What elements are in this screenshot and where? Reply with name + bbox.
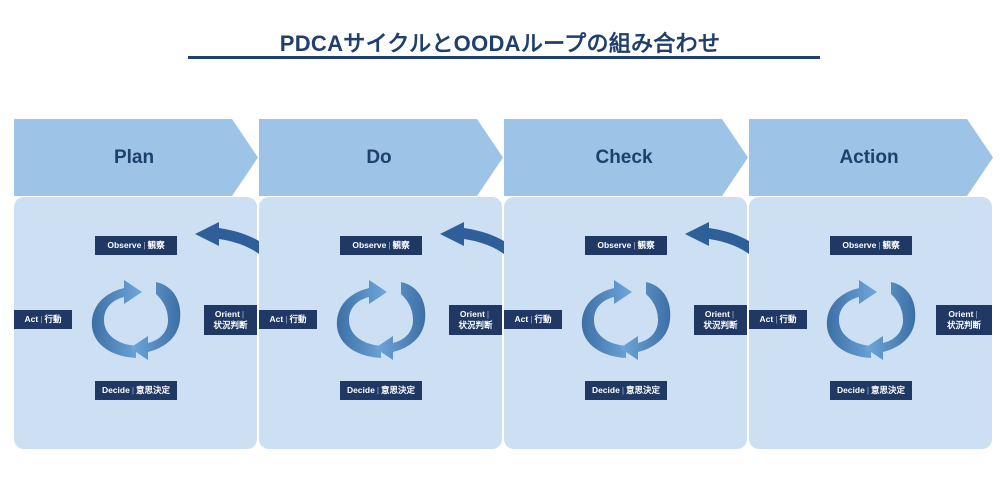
decide-label: Decide|意思決定 (830, 381, 912, 400)
phase-label: Action (839, 147, 899, 168)
chevron-shape (504, 119, 748, 196)
separator: | (285, 314, 288, 324)
orient-label-jp: 状況判断 (703, 320, 738, 330)
orient-label-en: Orient (214, 309, 240, 319)
observe-label-jp: 観察 (392, 240, 410, 250)
act-label: Act|行動 (504, 310, 562, 329)
separator: | (878, 240, 881, 250)
cycle-arrow-right (865, 282, 916, 360)
circular-arrows-icon (336, 280, 426, 360)
cycle-arrow-right (130, 282, 181, 360)
phase-label: Plan (113, 147, 155, 168)
decide-label: Decide|意思決定 (585, 381, 667, 400)
act-label-jp: 行動 (534, 314, 552, 324)
decide-label-jp: 意思決定 (136, 385, 171, 395)
observe-label: Observe|観察 (585, 236, 667, 255)
chevron-shape (749, 119, 993, 196)
act-label-jp: 行動 (289, 314, 307, 324)
cycle-arrow-left (91, 280, 142, 358)
observe-label: Observe|観察 (830, 236, 912, 255)
separator: | (241, 309, 245, 319)
chevron-shape (259, 119, 503, 196)
separator: | (486, 309, 490, 319)
act-label: Act|行動 (14, 310, 72, 329)
separator: | (40, 314, 43, 324)
orient-label-jp: 状況判断 (946, 320, 981, 330)
orient-label-jp: 状況判断 (213, 320, 248, 330)
cycle-arrow-left (581, 280, 632, 358)
decide-label-jp: 意思決定 (871, 385, 906, 395)
act-label-jp: 行動 (779, 314, 797, 324)
ooda-cycle (811, 270, 931, 375)
decide-label-en: Decide (346, 385, 375, 395)
circular-arrows-icon (91, 280, 181, 360)
separator: | (621, 385, 625, 395)
observe-label-en: Observe (597, 240, 632, 250)
orient-label: Orient|状況判断 (694, 305, 747, 335)
phase-label: Do (366, 147, 392, 168)
chevron-shape (14, 119, 258, 196)
separator: | (731, 309, 735, 319)
ooda-cycle (321, 270, 441, 375)
observe-label-en: Observe (842, 240, 877, 250)
decide-label-jp: 意思決定 (626, 385, 661, 395)
decide-label-en: Decide (836, 385, 865, 395)
act-label-jp: 行動 (44, 314, 62, 324)
separator: | (388, 240, 391, 250)
act-label-en: Act (24, 314, 39, 324)
phase-chevron-plan: Plan (14, 119, 272, 196)
orient-label: Orient|状況判断 (449, 305, 502, 335)
observe-label: Observe|観察 (340, 236, 422, 255)
orient-label-en: Orient (948, 309, 974, 319)
act-label: Act|行動 (259, 310, 317, 329)
decide-label: Decide|意思決定 (95, 381, 177, 400)
page-title: PDCAサイクルとOODAループの組み合わせ (279, 31, 721, 56)
circular-arrows-icon (826, 280, 916, 360)
act-label-en: Act (759, 314, 774, 324)
observe-label: Observe|観察 (95, 236, 177, 255)
separator: | (775, 314, 778, 324)
observe-label-jp: 観察 (882, 240, 900, 250)
orient-label: Orient|状況判断 (936, 305, 992, 335)
observe-label-en: Observe (352, 240, 387, 250)
separator: | (143, 240, 146, 250)
observe-label-en: Observe (107, 240, 142, 250)
orient-label: Orient|状況判断 (204, 305, 257, 335)
circular-arrows-icon (581, 280, 671, 360)
orient-label-jp: 状況判断 (458, 320, 493, 330)
orient-label-en: Orient (459, 309, 485, 319)
ooda-cycle (76, 270, 196, 375)
decide-label: Decide|意思決定 (340, 381, 422, 400)
decide-label-jp: 意思決定 (381, 385, 416, 395)
act-label-en: Act (514, 314, 529, 324)
cycle-arrow-left (826, 280, 877, 358)
cycle-arrow-left (336, 280, 387, 358)
cycle-arrow-right (620, 282, 671, 360)
title-underline (188, 56, 820, 59)
observe-label-jp: 観察 (637, 240, 655, 250)
observe-label-jp: 観察 (147, 240, 165, 250)
act-label-en: Act (269, 314, 284, 324)
phase-chevron-action: Action (749, 119, 1000, 196)
orient-label-en: Orient (704, 309, 730, 319)
phase-chevron-do: Do (259, 119, 517, 196)
ooda-cycle (566, 270, 686, 375)
separator: | (975, 309, 978, 319)
separator: | (376, 385, 380, 395)
act-label: Act|行動 (749, 310, 807, 329)
phase-chevron-check: Check (504, 119, 762, 196)
separator: | (633, 240, 636, 250)
phase-label: Check (595, 147, 653, 168)
separator: | (866, 385, 870, 395)
separator: | (131, 385, 135, 395)
cycle-arrow-right (375, 282, 426, 360)
decide-label-en: Decide (101, 385, 130, 395)
decide-label-en: Decide (591, 385, 620, 395)
separator: | (530, 314, 533, 324)
